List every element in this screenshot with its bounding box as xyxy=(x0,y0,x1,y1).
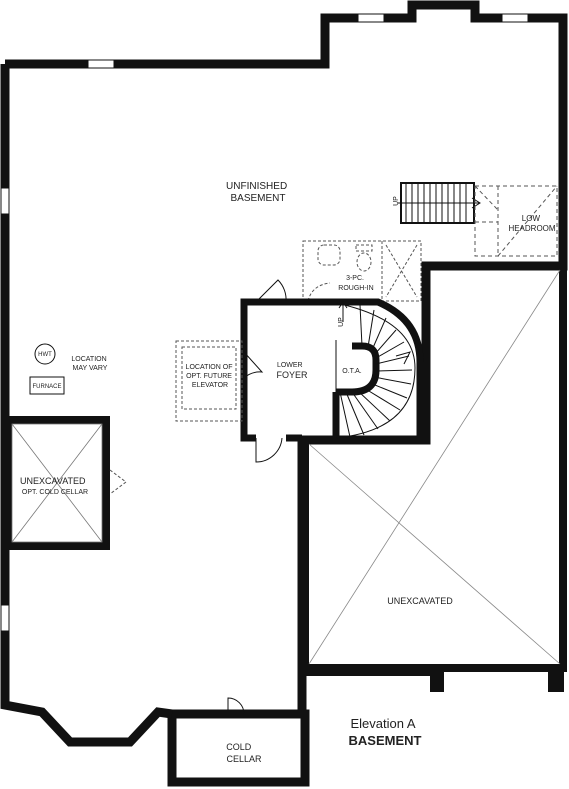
top-stair xyxy=(398,182,481,224)
level-caption: BASEMENT xyxy=(349,733,422,748)
furnace-box xyxy=(29,376,65,395)
lower-foyer-label: LOWER FOYER xyxy=(276,354,308,380)
cold-cellar-label: COLD CELLAR xyxy=(226,742,262,764)
furnace-label: FURNACE xyxy=(32,384,61,390)
hwt-icon xyxy=(34,343,56,365)
foyer-doors xyxy=(243,279,287,463)
rough-in-label: 3-PC. ROUGH-IN xyxy=(338,275,373,292)
future-elevator xyxy=(175,340,243,422)
unexcavated-label: UNEXCAVATED xyxy=(387,596,453,606)
low-headroom-area xyxy=(474,185,558,257)
unfinished-basement-label: UNFINISHED BASEMENT xyxy=(226,181,290,204)
rough-in-bath xyxy=(302,240,422,302)
unexcavated-area xyxy=(308,269,561,665)
opt-cold-cellar-label: UNEXCAVATED OPT. COLD CELLAR xyxy=(20,471,90,496)
opt-cold-cellar xyxy=(4,416,127,550)
ota-label: O.T.A. xyxy=(342,368,362,375)
curved-stair xyxy=(335,301,416,439)
elevation-caption: Elevation A xyxy=(350,716,415,731)
location-may-vary-label: LOCATION MAY VARY xyxy=(71,356,108,372)
low-headroom-label: LOW HEADROOM xyxy=(508,214,555,233)
stair-up-label-top: UP xyxy=(393,196,400,206)
windows xyxy=(0,13,529,632)
elevator-label: LOCATION OF OPT. FUTURE ELEVATOR xyxy=(186,364,235,389)
hwt-label: HWT xyxy=(38,352,52,358)
pier-left xyxy=(430,668,444,692)
cold-cellar-door xyxy=(227,697,245,715)
pier-right xyxy=(548,668,564,692)
stair-up-label-curved: UP xyxy=(338,317,345,327)
